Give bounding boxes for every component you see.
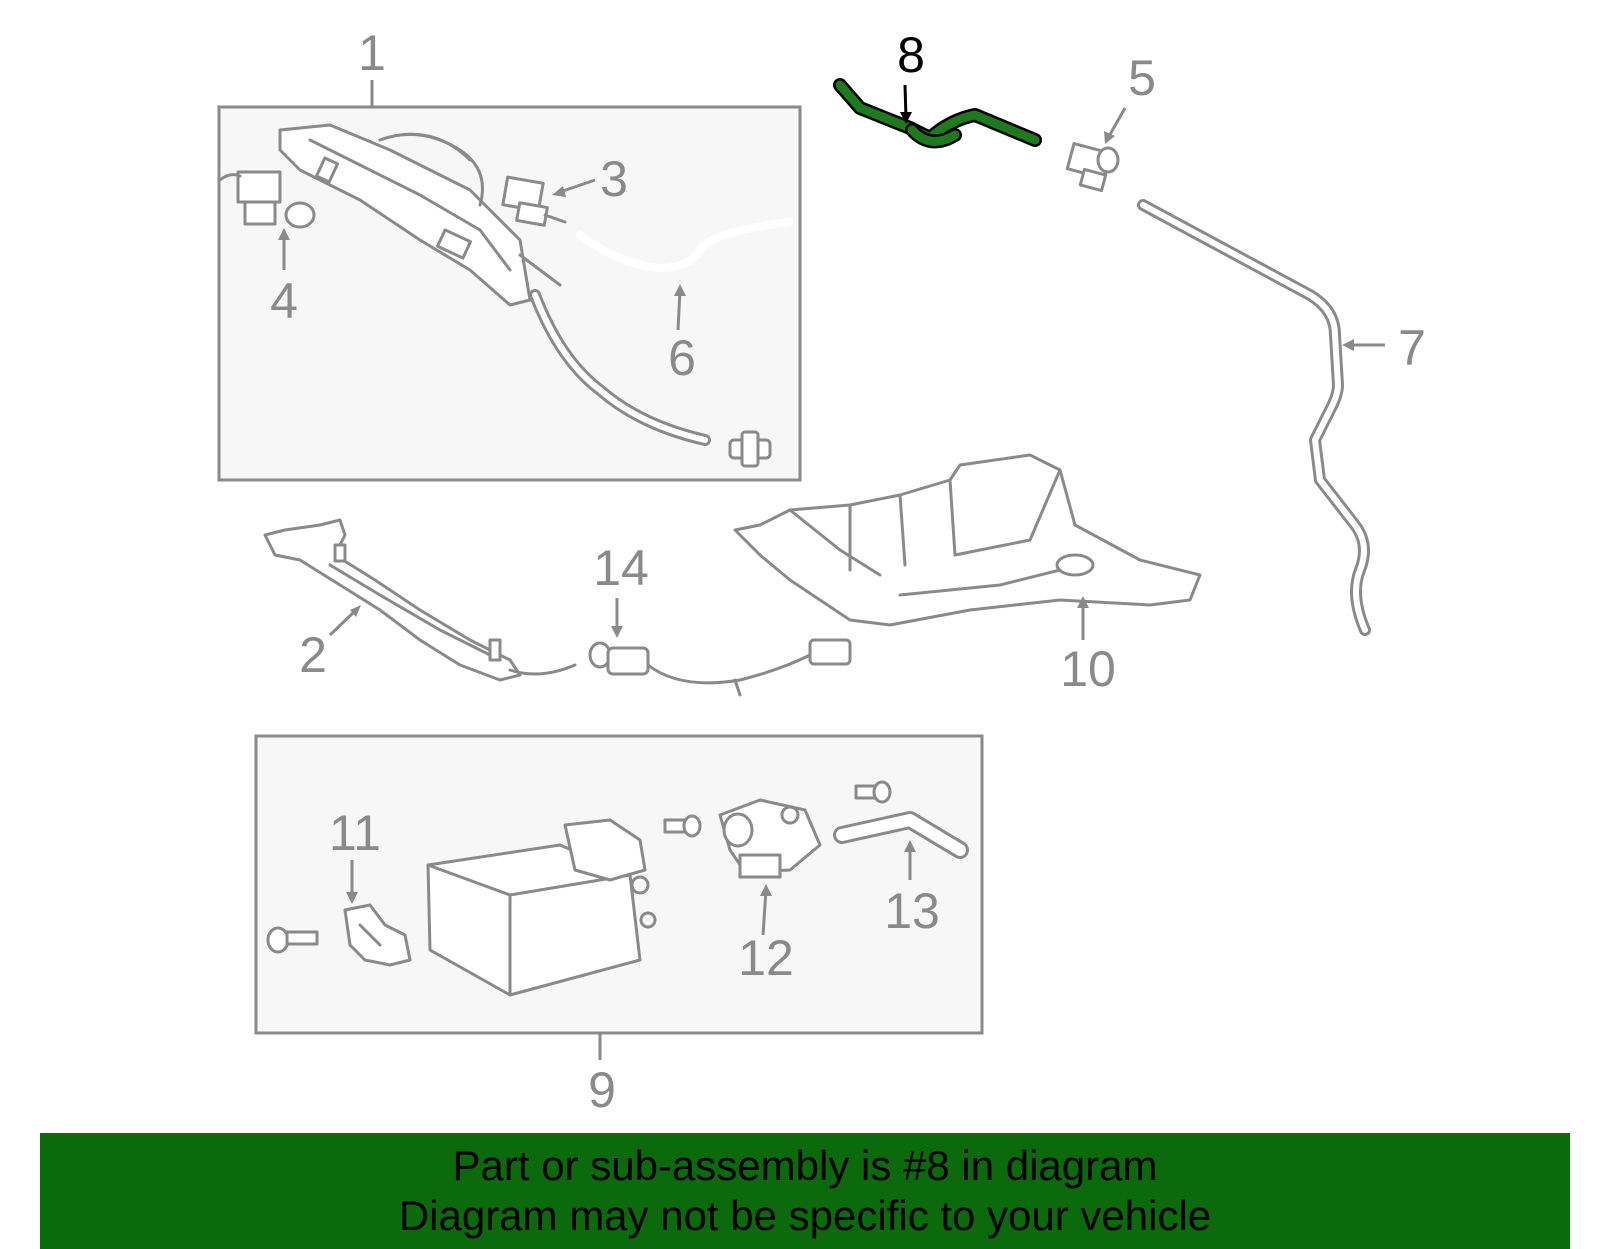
leader-5 [1106,107,1127,139]
arrow-3 [552,186,566,197]
callout-6: 6 [668,330,696,386]
arrow-11 [346,892,358,904]
arrow-12 [760,884,772,896]
callout-8: 8 [897,27,925,83]
callout-3: 3 [600,151,628,207]
part-10-tray [733,453,1202,627]
callout-13: 13 [884,883,940,939]
part-7-tube [1137,199,1371,636]
canister [426,818,657,997]
arrow-6 [674,284,686,296]
bolt-middle [663,814,702,838]
banner-line-2: Diagram may not be specific to your vehi… [398,1192,1212,1239]
callout-7: 7 [1398,320,1426,376]
callout-11: 11 [329,805,381,861]
arrow-4 [278,228,290,240]
arrow-7 [1342,339,1354,351]
part-11-bracket [343,903,412,967]
callout-9: 9 [588,1062,616,1118]
bolt-left [266,926,319,954]
callout-10: 10 [1060,641,1116,697]
leader-6 [676,289,682,331]
arrow-5 [1104,131,1115,144]
leader-3 [559,178,596,194]
callout-2: 2 [299,627,327,683]
part-4-valve [218,170,316,229]
part-12-valve [718,798,822,879]
callout-1: 1 [358,25,386,81]
arrow-14 [611,626,623,638]
callout-4: 4 [270,273,298,329]
leader-12 [761,889,768,936]
arrow-13 [904,840,916,852]
banner-line-1: Part or sub-assembly is #8 in diagram [452,1142,1158,1189]
leader-2 [328,608,358,637]
info-banner: Part or sub-assembly is #8 in diagram Di… [40,1133,1570,1249]
arrow-10 [1077,596,1089,608]
callout-5: 5 [1128,50,1156,106]
part-3-valve [501,175,567,227]
part-2-bracket [263,518,577,682]
callout-14: 14 [593,540,649,596]
callout-12: 12 [738,930,794,986]
bolt-right [854,780,892,804]
arrow-8 [900,112,912,124]
part-8-hose-highlighted [833,78,1042,149]
part-5-fitting [1065,142,1120,193]
part-1-connector [728,430,772,468]
part-14-sensor [588,638,852,697]
part-1-bracket [278,123,562,307]
arrow-2 [350,605,361,617]
